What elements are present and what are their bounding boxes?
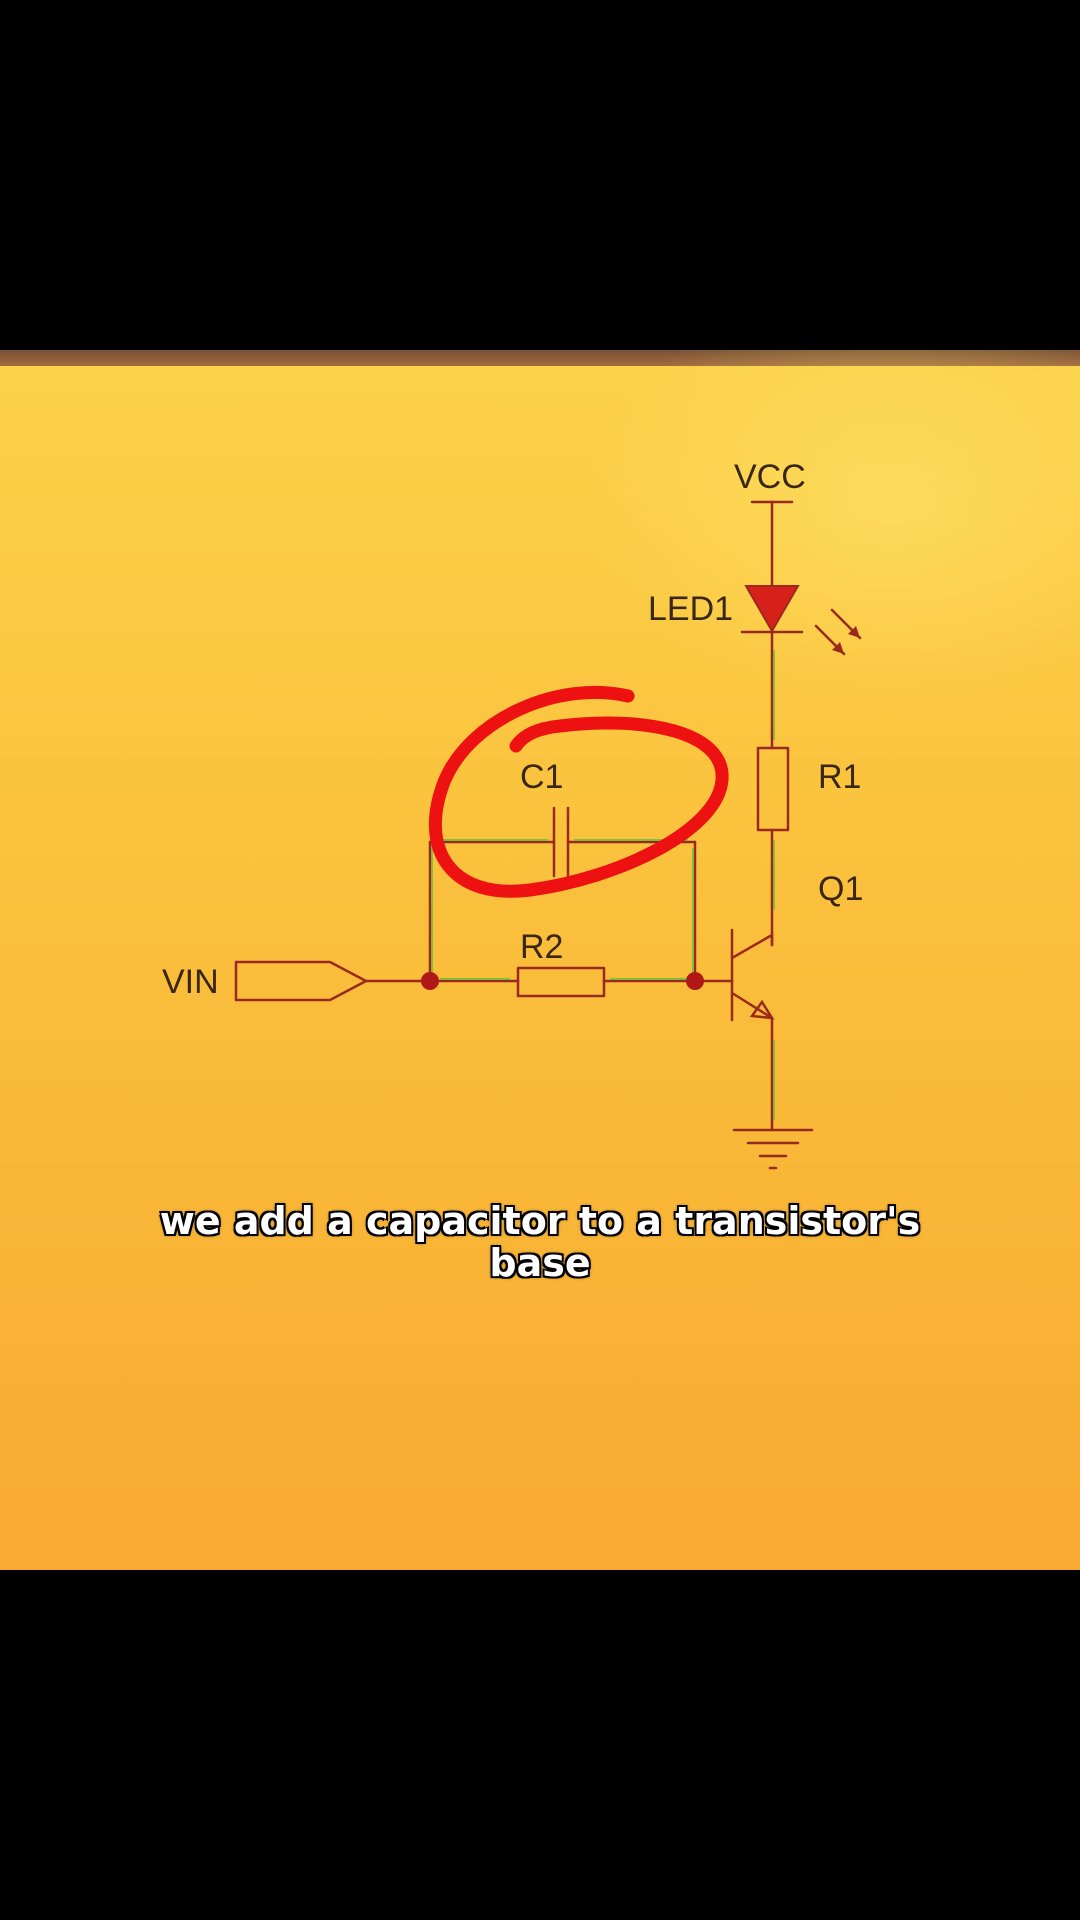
led-arrowhead-1 (848, 626, 860, 638)
label-r2: R2 (520, 928, 563, 966)
junction-dot-right (686, 972, 704, 990)
r1-resistor-body (756, 746, 790, 832)
junction-dot-left (421, 972, 439, 990)
video-frame: VCC LED1 C1 R1 Q1 R2 VIN we add a capaci… (0, 350, 1080, 1570)
label-led1: LED1 (648, 590, 733, 628)
label-vcc: VCC (734, 458, 806, 496)
label-q1: Q1 (818, 870, 863, 908)
label-vin: VIN (162, 963, 219, 1001)
q1-emitter-lead (730, 991, 774, 1020)
circuit-schematic: VCC LED1 C1 R1 Q1 R2 VIN (162, 458, 863, 1170)
vin-connector (234, 960, 368, 1002)
label-c1: C1 (520, 758, 563, 796)
q1-emitter-arrow (749, 999, 775, 1020)
q1-collector-lead (730, 933, 774, 960)
led1-diode-icon (744, 585, 800, 633)
subtitle-line-2: base (489, 1241, 591, 1285)
annotation-circle (428, 685, 729, 898)
subtitle-caption: we add a capacitor to a transistor's bas… (0, 1200, 1080, 1284)
led-arrowhead-2 (832, 642, 844, 654)
subtitle-line-1: we add a capacitor to a transistor's (159, 1199, 921, 1243)
label-r1: R1 (818, 758, 861, 796)
r2-resistor-body (516, 966, 606, 998)
